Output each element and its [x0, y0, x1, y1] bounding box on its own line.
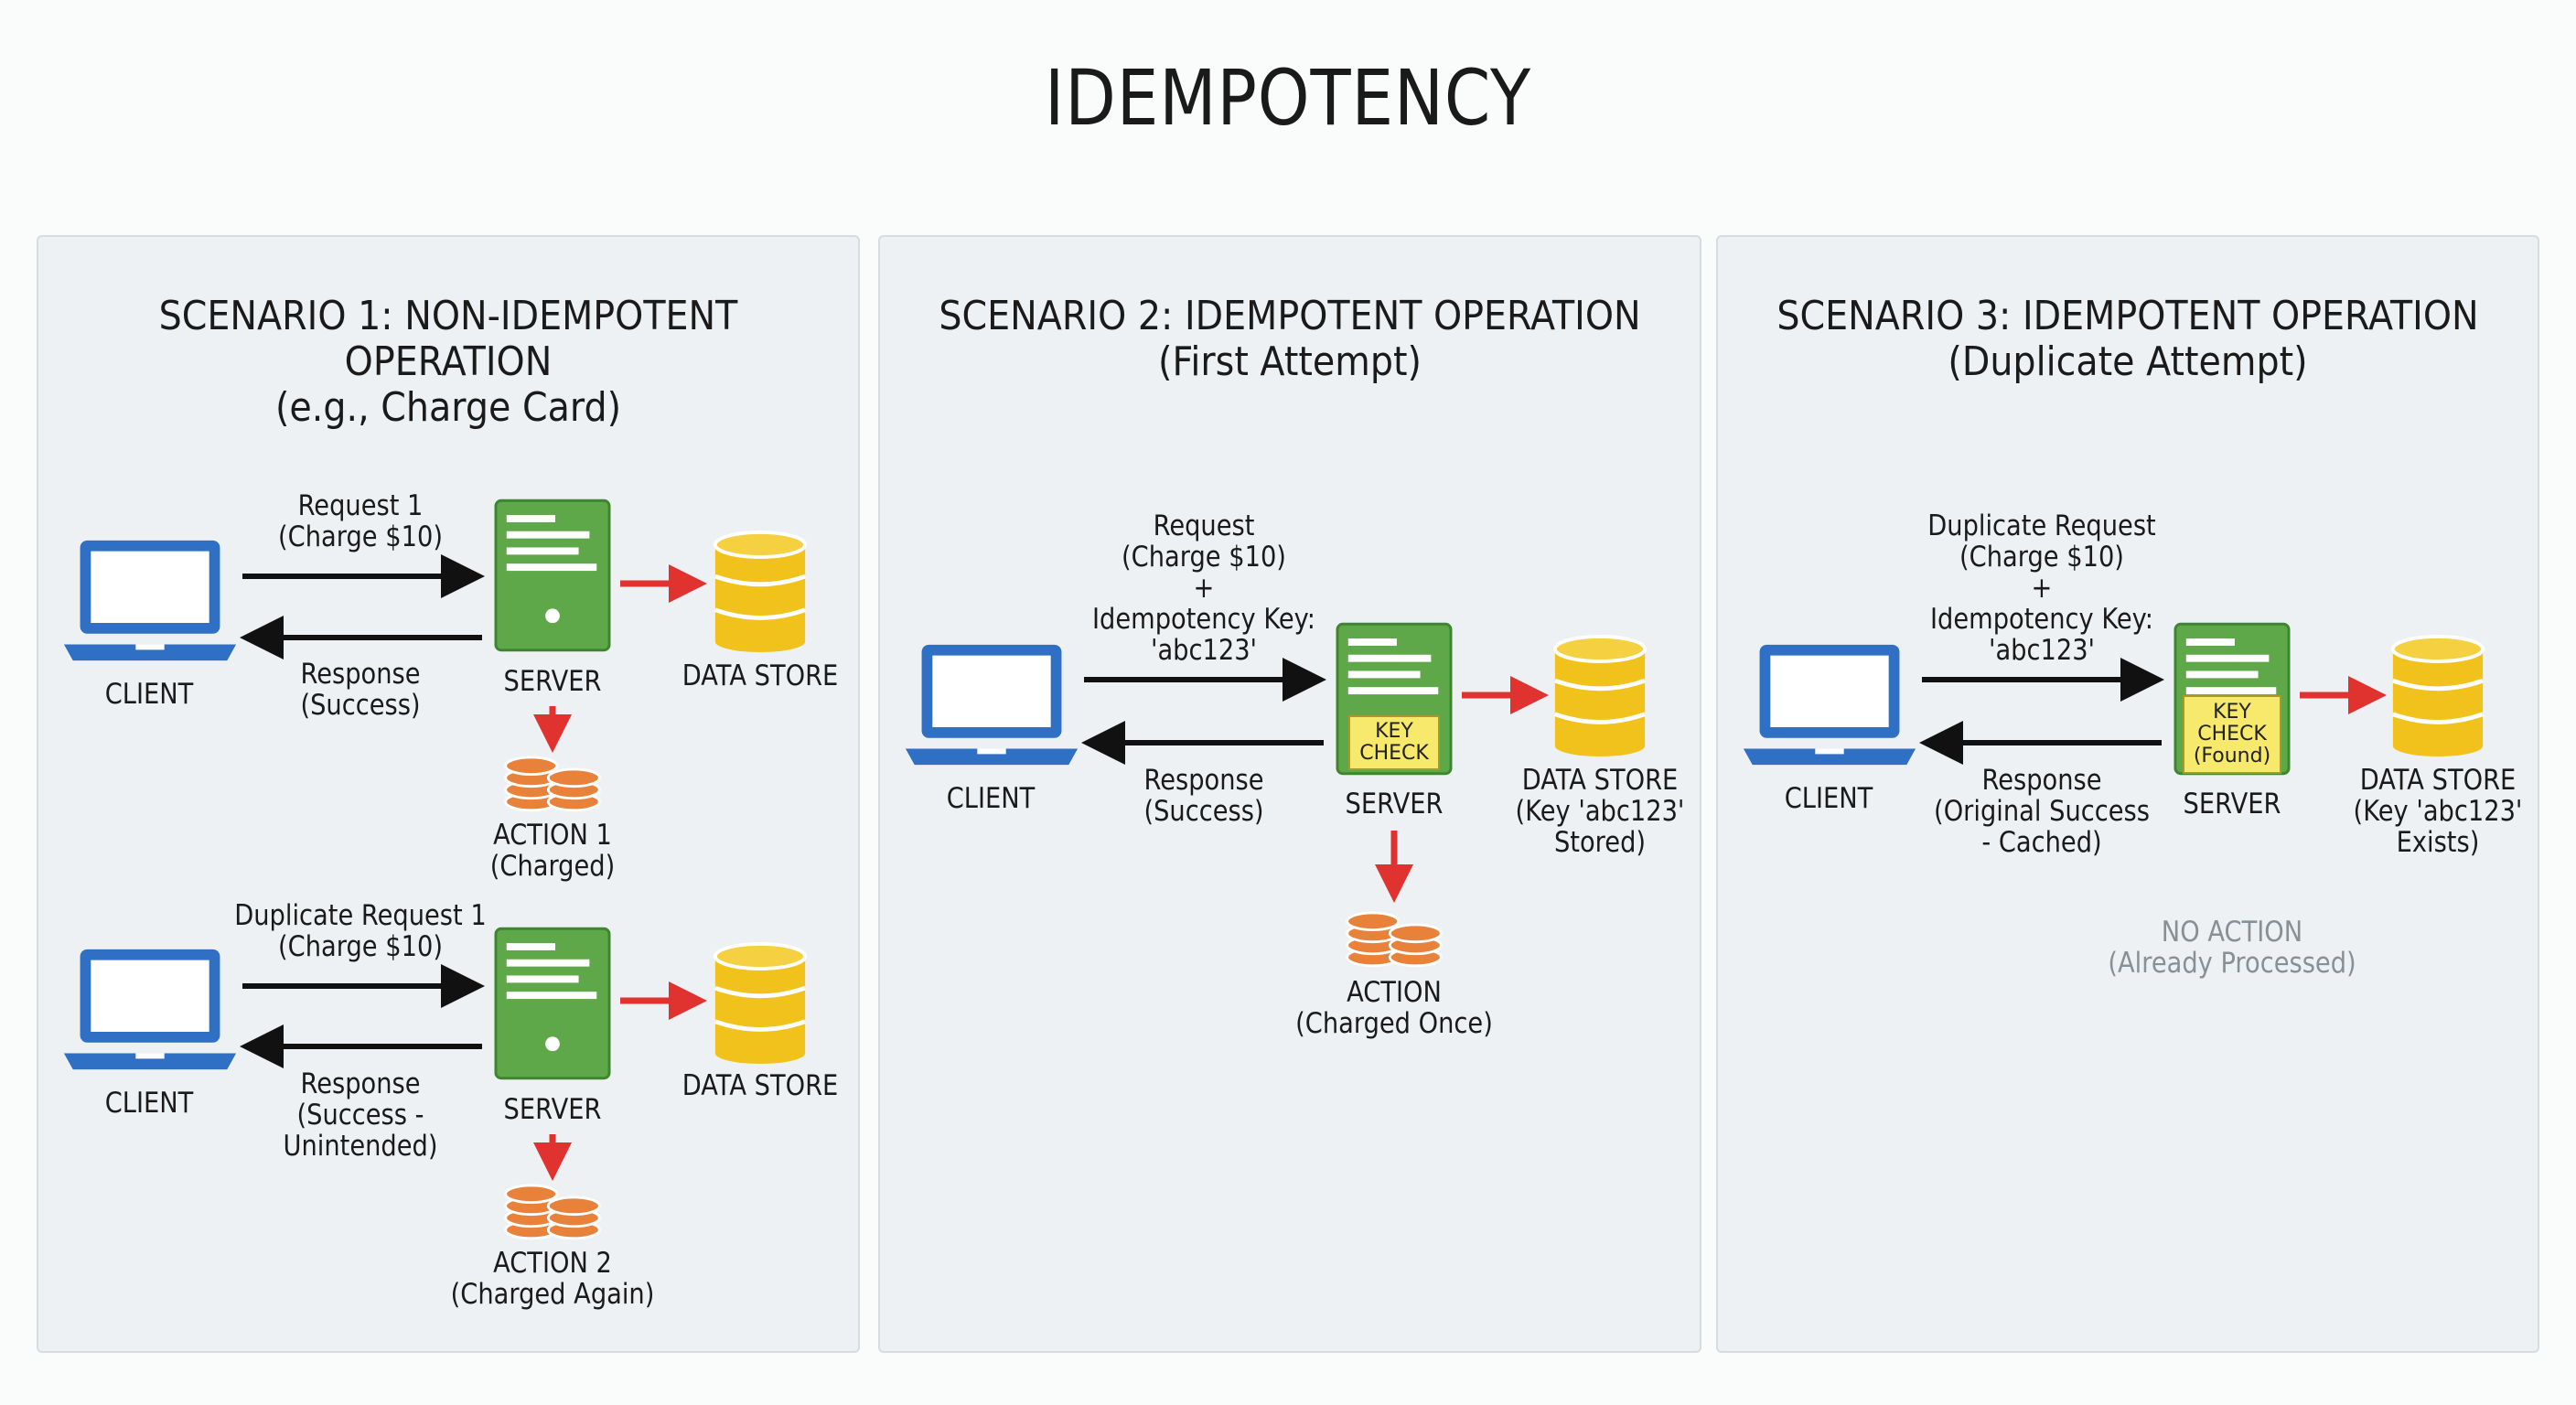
server-label-4: SERVER [2183, 788, 2281, 820]
client-label: CLIENT [104, 678, 194, 711]
scenario-3-title-line2: (Duplicate Attempt) [1948, 338, 2308, 385]
coins-icon-2 [501, 1180, 604, 1240]
duplicate-request-1-label: Duplicate Request 1 (Charge $10) [234, 899, 487, 963]
scenario-1-title-line2: (e.g., Charge Card) [274, 384, 622, 431]
server-label-2: SERVER [503, 1093, 602, 1126]
datastore-icon-3 [1551, 635, 1648, 758]
server-label: SERVER [503, 665, 602, 698]
scenario-2-title-line1: SCENARIO 2: IDEMPOTENT OPERATION [939, 293, 1641, 339]
page-title: IDEMPOTENCY [1045, 53, 1531, 143]
client-label-4: CLIENT [1784, 782, 1873, 815]
action-2-label: ACTION 2 (Charged Again) [450, 1247, 655, 1311]
response-1-label: Response (Success) [300, 658, 421, 722]
action-label-3: ACTION (Charged Once) [1295, 976, 1493, 1040]
client-laptop-icon-3 [902, 638, 1081, 772]
response-label-3: Response (Success) [1143, 764, 1264, 828]
request-label-2: Request (Charge $10) + Idempotency Key: … [1092, 509, 1315, 667]
server-label-3: SERVER [1345, 788, 1444, 820]
no-action-label: NO ACTION (Already Processed) [2108, 916, 2356, 980]
scenario-2-title-line2: (First Attempt) [1158, 338, 1422, 385]
coins-icon-3 [1343, 907, 1445, 968]
cached-response-label: Response (Original Success - Cached) [1934, 764, 2150, 859]
server-icon-2 [494, 927, 611, 1080]
scenario-2-title: SCENARIO 2: IDEMPOTENT OPERATION (First … [880, 294, 1700, 385]
scenario-1-title: SCENARIO 1: NON-IDEMPOTENT OPERATION (e.… [38, 294, 858, 431]
key-check-badge: KEY CHECK [1348, 715, 1440, 770]
key-check-found-badge: KEY CHECK (Found) [2183, 695, 2281, 774]
request-1-label: Request 1 (Charge $10) [278, 489, 443, 553]
datastore-label-2: DATA STORE [682, 1069, 839, 1102]
datastore-label-4: DATA STORE (Key 'abc123' Exists) [2353, 764, 2523, 859]
scenario-3-title-line1: SCENARIO 3: IDEMPOTENT OPERATION [1776, 293, 2479, 339]
client-label-2: CLIENT [104, 1087, 194, 1120]
datastore-label: DATA STORE [682, 660, 839, 692]
datastore-icon [712, 531, 809, 654]
scenario-1-title-line1: SCENARIO 1: NON-IDEMPOTENT OPERATION [158, 293, 738, 385]
scenario-1-panel: SCENARIO 1: NON-IDEMPOTENT OPERATION (e.… [37, 235, 860, 1353]
scenario-3-panel: SCENARIO 3: IDEMPOTENT OPERATION (Duplic… [1716, 235, 2539, 1353]
client-label-3: CLIENT [946, 782, 1036, 815]
client-laptop-icon-4 [1740, 638, 1919, 772]
datastore-label-3: DATA STORE (Key 'abc123' Stored) [1515, 764, 1685, 859]
coins-icon [501, 752, 604, 812]
scenario-3-title: SCENARIO 3: IDEMPOTENT OPERATION (Duplic… [1718, 294, 2538, 385]
client-laptop-icon [60, 533, 240, 668]
response-2-label: Response (Success - Unintended) [283, 1067, 438, 1163]
duplicate-request-label: Duplicate Request (Charge $10) + Idempot… [1927, 509, 2156, 667]
scenario-2-panel: SCENARIO 2: IDEMPOTENT OPERATION (First … [878, 235, 1701, 1353]
server-icon [494, 499, 611, 652]
datastore-icon-2 [712, 942, 809, 1066]
datastore-icon-4 [2389, 635, 2486, 758]
client-laptop-icon-2 [60, 942, 240, 1077]
action-1-label: ACTION 1 (Charged) [489, 819, 616, 883]
